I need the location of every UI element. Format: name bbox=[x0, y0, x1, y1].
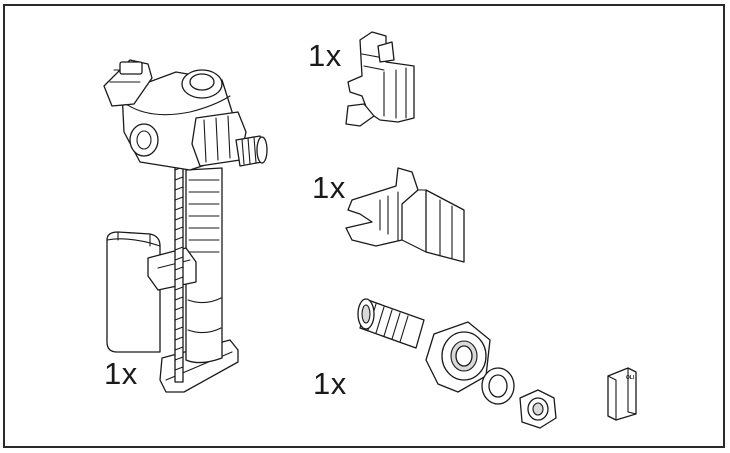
fill-valve-quantity: 1x bbox=[104, 356, 138, 391]
manual-label: OLI bbox=[626, 375, 635, 381]
connector-set-quantity: 1x bbox=[313, 366, 347, 401]
upper-clip-quantity: 1x bbox=[308, 38, 342, 73]
bracket-quantity: 1x bbox=[312, 170, 346, 205]
